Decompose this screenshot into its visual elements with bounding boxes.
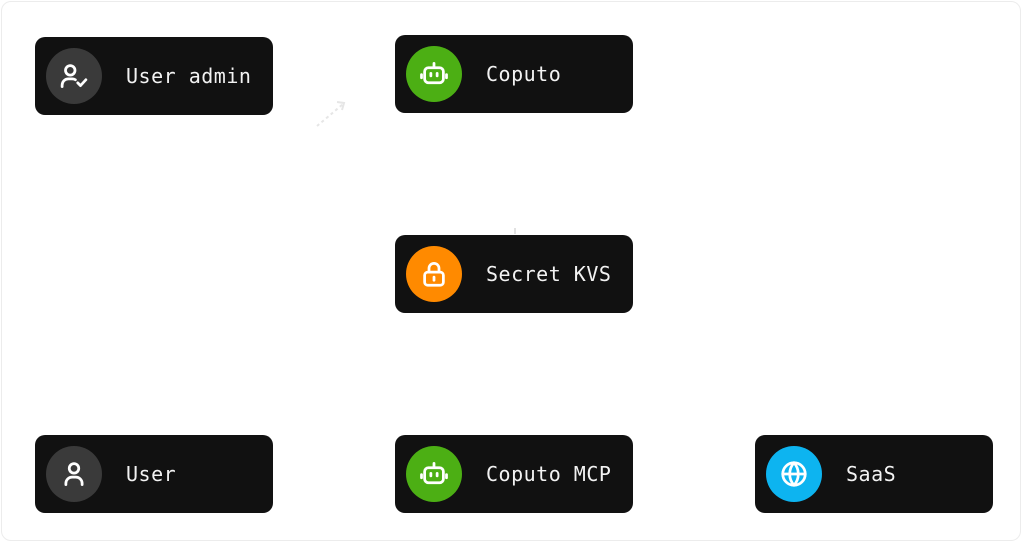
user-icon: [64, 462, 84, 486]
node-icon-circle: [406, 46, 462, 102]
lock-icon: [423, 262, 445, 287]
node-user-admin[interactable]: User admin: [35, 37, 273, 115]
node-icon-circle: [46, 446, 102, 502]
node-label: SaaS: [846, 462, 897, 486]
robot-icon: [420, 62, 448, 85]
node-coputo[interactable]: Coputo: [395, 35, 633, 113]
globe-icon: [781, 461, 807, 487]
edge-fragment: [316, 101, 346, 127]
node-icon-circle: [406, 446, 462, 502]
node-coputo-mcp[interactable]: Coputo MCP: [395, 435, 633, 513]
node-saas[interactable]: SaaS: [755, 435, 993, 513]
node-icon-circle: [766, 446, 822, 502]
node-icon-circle: [46, 48, 102, 104]
node-label: Coputo MCP: [486, 462, 612, 486]
node-icon-circle: [406, 246, 462, 302]
node-secret-kvs[interactable]: Secret KVS: [395, 235, 633, 313]
node-user[interactable]: User: [35, 435, 273, 513]
robot-icon: [420, 462, 448, 485]
user-check-icon: [60, 64, 88, 88]
node-label: User: [126, 462, 177, 486]
node-label: Coputo: [486, 62, 562, 86]
node-label: User admin: [126, 64, 252, 88]
node-label: Secret KVS: [486, 262, 612, 286]
